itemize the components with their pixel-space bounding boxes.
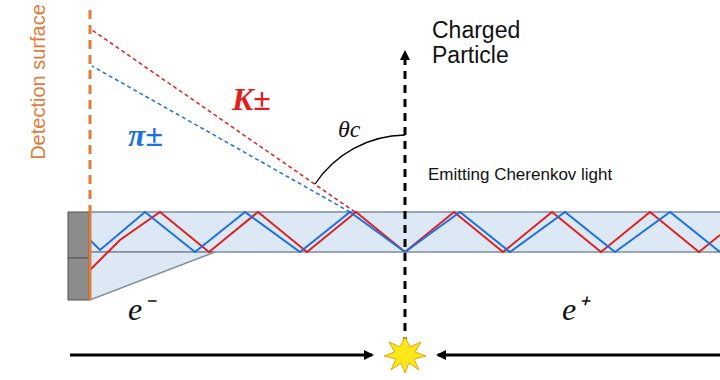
collision-star	[384, 337, 426, 373]
particle-label: Charged Particle	[432, 18, 562, 69]
pion-photon-path	[90, 212, 405, 252]
emission-label: Emitting Cherenkov light	[428, 166, 612, 185]
positron-beam	[438, 354, 720, 357]
beam-label: e⁺	[562, 292, 587, 327]
readout-block	[68, 258, 89, 300]
surface-label: Detection surface	[27, 4, 49, 160]
pion-photon-path	[405, 212, 720, 252]
pion-projection	[92, 66, 350, 212]
kaon-label: K±	[232, 82, 271, 117]
readout-block	[68, 212, 89, 258]
particle-track	[404, 52, 407, 345]
angle-arc	[315, 135, 405, 184]
detection-surface	[89, 10, 92, 212]
kaon-photon-path	[405, 212, 720, 252]
kaon-projection	[92, 30, 355, 212]
angle-label: θc	[338, 116, 360, 142]
detection-surface	[89, 212, 92, 300]
pion-label: π±	[128, 118, 163, 153]
beam-label: e⁻	[128, 292, 153, 327]
electron-beam	[70, 354, 372, 357]
kaon-photon-path	[90, 212, 405, 270]
